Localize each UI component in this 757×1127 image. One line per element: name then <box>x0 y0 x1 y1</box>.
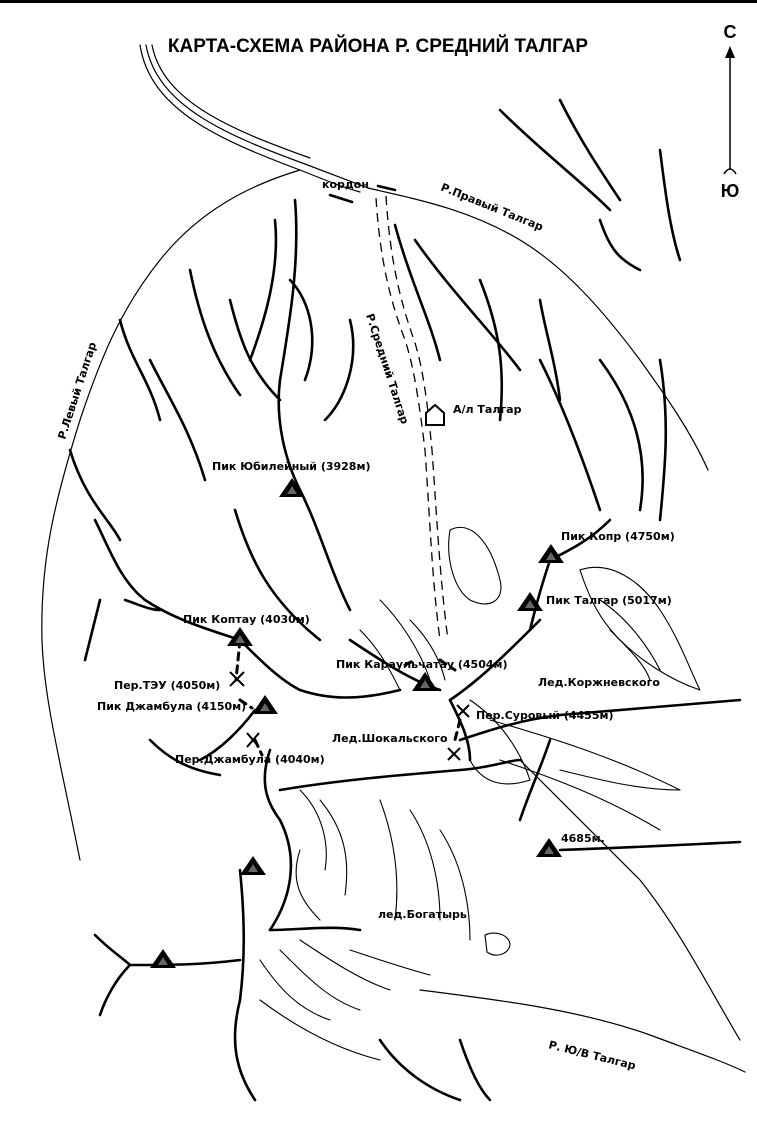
label-river-middle: Р.Средний Талгар <box>363 312 411 426</box>
pass-teu-marker <box>229 671 245 687</box>
pass-dzhambula-marker <box>246 732 260 748</box>
peak-triangle-icon <box>536 838 562 857</box>
rivers <box>41 44 746 1073</box>
label-pass-teu: Пер.ТЭУ (4050м) <box>114 679 220 692</box>
map-title: КАРТА-СХЕМА РАЙОНА Р. СРЕДНИЙ ТАЛГАР <box>168 35 589 57</box>
label-peak-koptau: Пик Коптау (4030м) <box>183 613 310 626</box>
top-border <box>0 0 757 3</box>
label-river-left: Р.Левый Талгар <box>55 340 99 440</box>
label-camp: А/л Талгар <box>453 403 522 416</box>
label-peak-dzhambula: Пик Джамбула (4150м) <box>97 700 246 713</box>
ridges <box>68 98 742 1102</box>
label-river-southeast: Р. Ю/В Талгар <box>547 1038 637 1072</box>
compass-north-label: С <box>724 22 737 42</box>
label-pass-surovy: Пер.Суровый (4455м) <box>476 709 614 722</box>
peak-triangle-icon <box>252 695 278 714</box>
peak-triangle-icon <box>240 856 266 875</box>
label-glacier-bogatyr: лед.Богатырь <box>378 908 467 921</box>
peak-triangle-icon <box>538 544 564 563</box>
peak-triangle-icon <box>150 949 176 968</box>
compass-south-label: Ю <box>721 181 740 201</box>
label-peak-karaulchatau: Пик Караульчатау (4504м) <box>336 658 508 671</box>
peak-triangle-icon <box>227 627 253 646</box>
label-cordon: кордон <box>322 178 369 191</box>
peak-triangle-icon <box>412 672 438 691</box>
label-peak-talgar: Пик Талгар (5017м) <box>546 594 672 607</box>
label-glacier-korzhenevsky: Лед.Коржневского <box>538 676 660 689</box>
label-peak-yubileyny: Пик Юбилейный (3928м) <box>212 460 370 473</box>
camp-hut-icon <box>425 403 445 426</box>
peak-triangle-icon <box>279 478 305 497</box>
peak-markers <box>150 478 564 968</box>
label-peak-kopr: Пик Копр (4750м) <box>561 530 675 543</box>
label-glacier-shokalsky: Лед.Шокальского <box>332 732 448 745</box>
labels: кордон Р.Правый Талгар Р.Левый Талгар Р.… <box>55 178 674 1073</box>
pass-surovy-marker <box>456 704 470 718</box>
label-peak-4685: 4685м. <box>561 832 605 845</box>
north-arrow: С Ю <box>721 22 740 201</box>
glaciers <box>259 526 701 1061</box>
pass-lower-marker <box>447 747 461 761</box>
pass-markers <box>229 671 470 761</box>
label-pass-dzhambula: Пер.Джамбула (4040м) <box>175 753 325 766</box>
peak-triangle-icon <box>517 592 543 611</box>
